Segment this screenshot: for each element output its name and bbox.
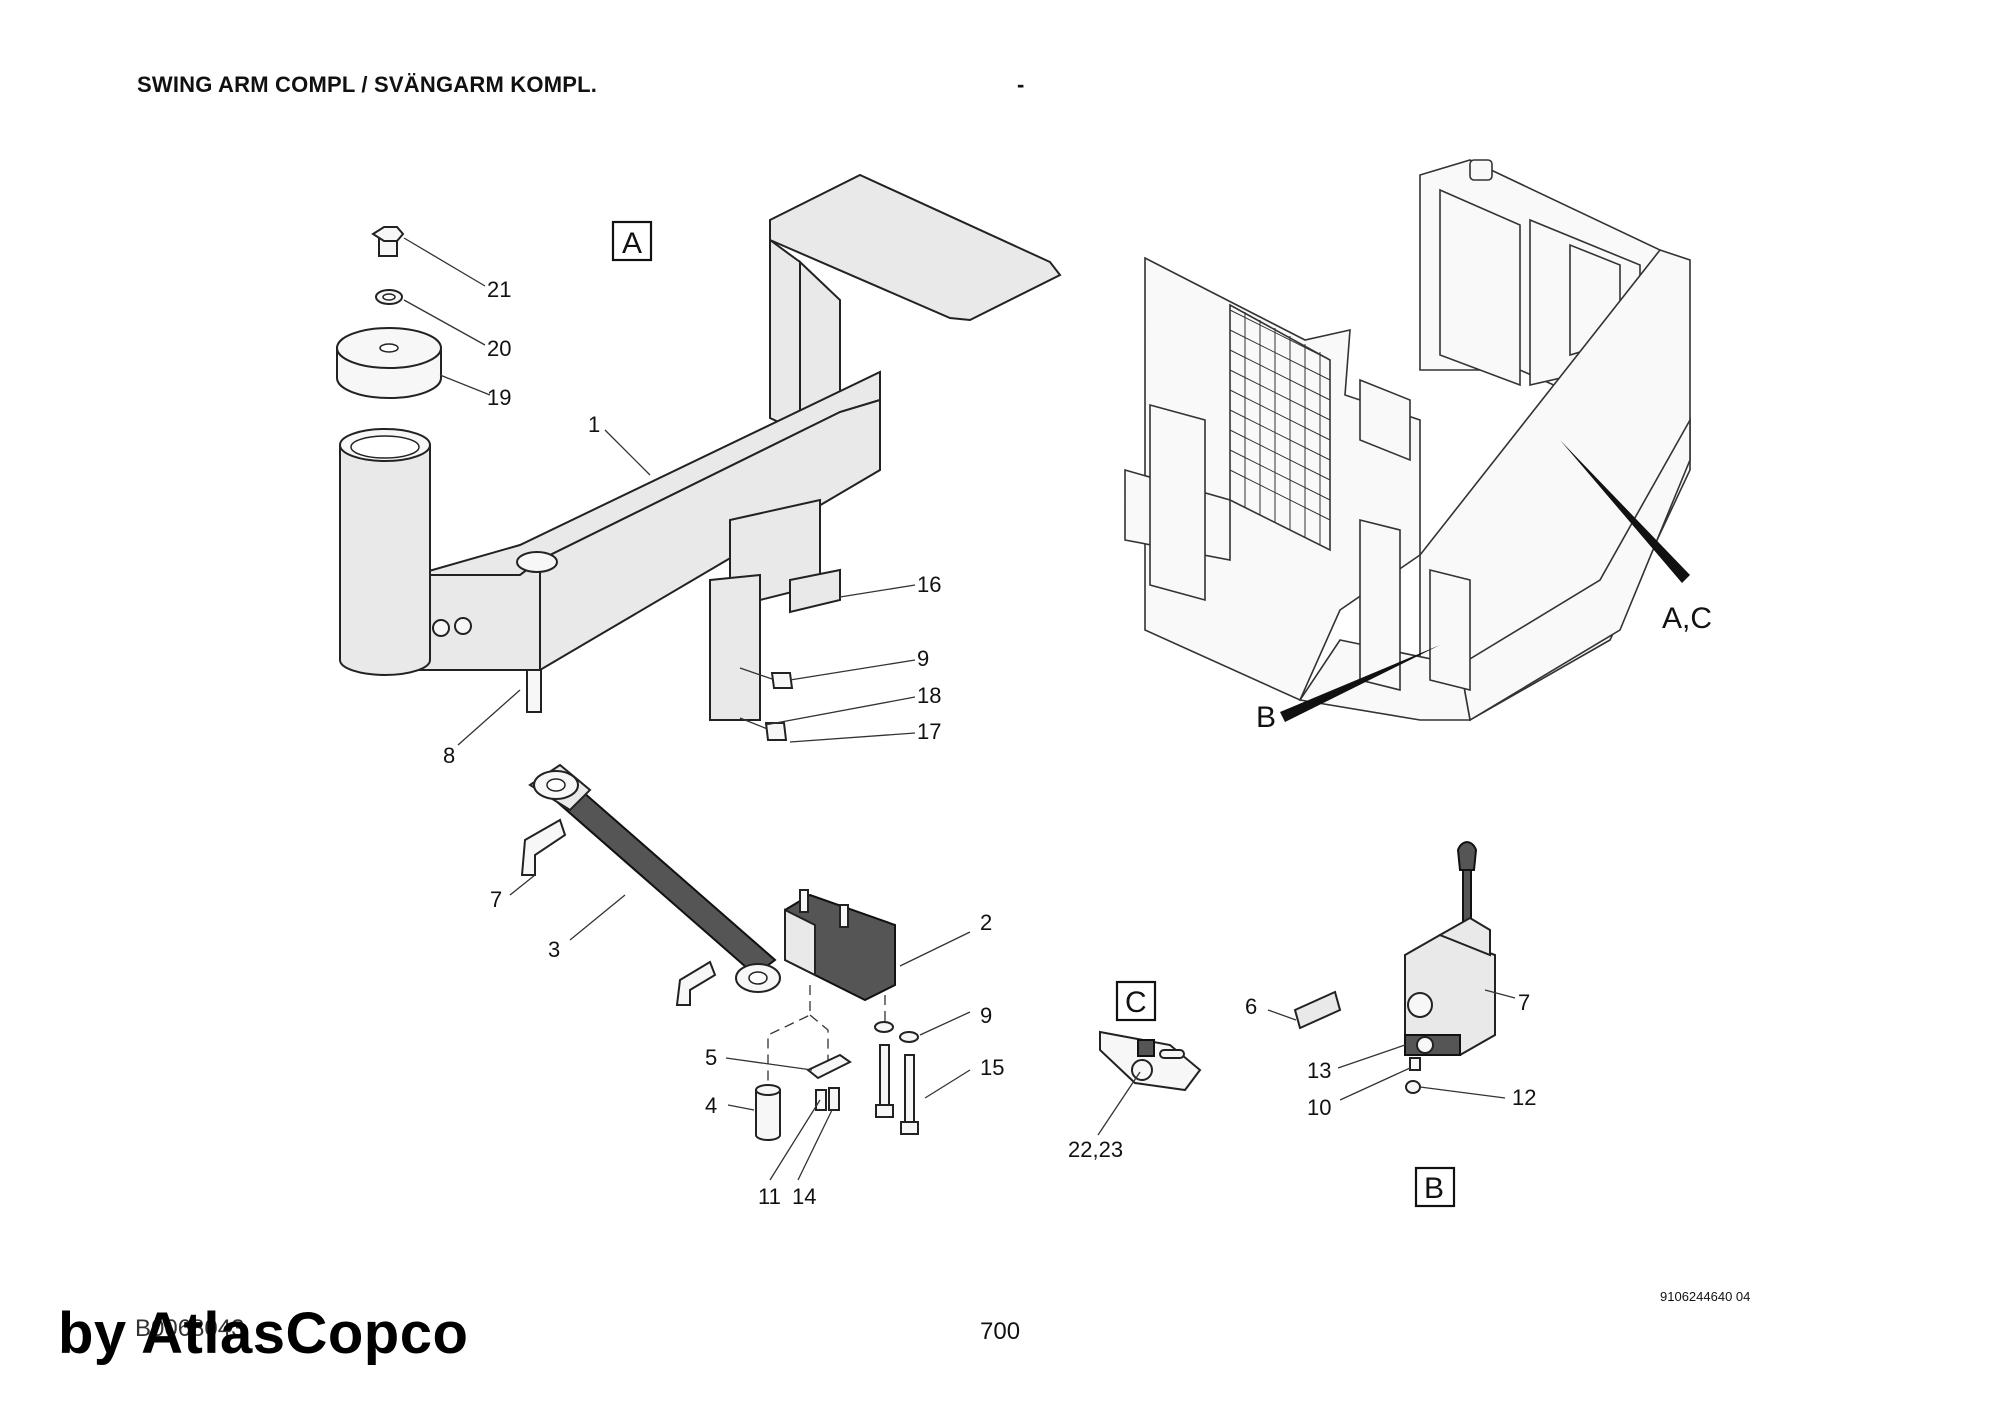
callout-6: 6 [1245, 994, 1257, 1019]
callout-20: 20 [487, 336, 511, 361]
callout-19: 19 [487, 385, 511, 410]
callout-2: 2 [980, 910, 992, 935]
title-dash: - [1017, 72, 1025, 97]
view-box-b: B [1414, 1166, 1456, 1208]
bolt-21 [371, 226, 405, 257]
view-box-a: A [611, 220, 653, 262]
callout-9a: 9 [917, 646, 929, 671]
assembly-dash-lines [767, 985, 886, 1085]
callout-15: 15 [980, 1055, 1004, 1080]
swing-arm-1 [339, 173, 1062, 721]
callout-18: 18 [917, 683, 941, 708]
callout-14: 14 [792, 1184, 816, 1209]
callout-3: 3 [548, 937, 560, 962]
label-plate-6 [1293, 990, 1342, 1030]
cap-19 [336, 327, 442, 399]
control-valve-7 [1404, 841, 1496, 1071]
view-box-c-label: C [1125, 986, 1147, 1019]
bracket-22-23 [1099, 1030, 1202, 1092]
callout-7a: 7 [490, 887, 502, 912]
watermark: by AtlasCopco [58, 1301, 469, 1366]
callout-labels: 21 20 19 1 16 9 18 17 8 7 3 2 9 15 5 4 1… [443, 277, 1712, 1209]
view-box-a-label: A [622, 227, 642, 260]
leader-lines [403, 237, 1516, 1181]
callout-5: 5 [705, 1045, 717, 1070]
drawing-number: B0068043 [135, 1315, 245, 1342]
hydraulic-cylinder-3 [520, 763, 781, 1006]
plug-12 [1405, 1080, 1421, 1094]
pin-4 [755, 1084, 781, 1141]
clevis-block-2 [784, 889, 896, 1002]
view-box-c: C [1115, 980, 1157, 1022]
bolts-11-14 [815, 1087, 840, 1111]
callout-9b: 9 [980, 1003, 992, 1028]
callout-10: 10 [1307, 1095, 1331, 1120]
callout-13: 13 [1307, 1058, 1331, 1083]
callout-4: 4 [705, 1093, 717, 1118]
page-title: SWING ARM COMPL / SVÄNGARM KOMPL. [137, 72, 598, 97]
pointer-ac [1560, 440, 1690, 583]
machine-frame [1124, 159, 1691, 722]
callout-22-23: 22,23 [1068, 1137, 1123, 1162]
page-number: 700 [980, 1318, 1021, 1345]
callout-11: 11 [758, 1184, 781, 1209]
bolts-15-washers-9 [874, 1021, 919, 1135]
callout-b: B [1256, 701, 1276, 734]
callout-21: 21 [487, 277, 511, 302]
callout-12: 12 [1512, 1085, 1536, 1110]
view-box-b-label: B [1424, 1172, 1444, 1205]
callout-17: 17 [917, 719, 941, 744]
part-number: 9106244640 04 [1660, 1289, 1751, 1304]
lock-plate-5 [806, 1053, 852, 1080]
callout-16: 16 [917, 572, 941, 597]
callout-8: 8 [443, 743, 455, 768]
callout-1: 1 [588, 412, 600, 437]
pointer-b [1280, 645, 1440, 722]
callout-7b: 7 [1518, 990, 1530, 1015]
callout-ac: A,C [1662, 602, 1712, 635]
